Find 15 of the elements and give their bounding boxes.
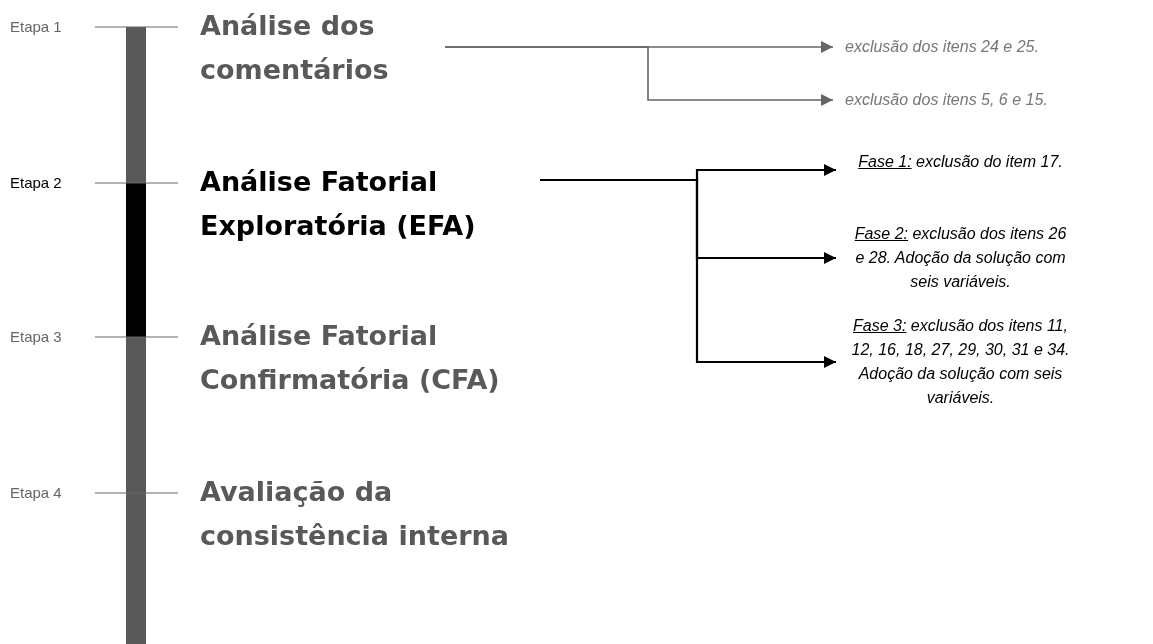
result-note: Fase 2: exclusão dos itens 26 e 28. Adoção da solução com seis variáveis. bbox=[853, 224, 1068, 292]
arrow bbox=[444, 46, 834, 106]
stage-label: Etapa 3 bbox=[10, 328, 62, 345]
stage-title: Análise Fatorial Confirmatória (CFA) bbox=[200, 314, 530, 402]
result-note: Fase 1: exclusão do item 17. bbox=[857, 152, 1064, 172]
stage-label: Etapa 1 bbox=[10, 18, 62, 35]
stage-title: Análise Fatorial Exploratória (EFA) bbox=[200, 160, 540, 248]
arrow bbox=[540, 178, 836, 368]
result-note: Fase 3: exclusão dos itens 11, 12, 16, 18, 27, 29, 30, 31 e 34. Adoção da solução com seis variáveis. bbox=[850, 316, 1071, 408]
result-note: exclusão dos itens 5, 6 e 15. bbox=[845, 88, 1145, 112]
result-note: exclusão dos itens 24 e 25. bbox=[845, 35, 1145, 59]
stage-title: Análise dos comentários bbox=[200, 4, 445, 92]
stage-title: Avaliação da consistência interna bbox=[200, 470, 530, 558]
stage-label: Etapa 4 bbox=[10, 484, 62, 501]
stage-label: Etapa 2 bbox=[10, 174, 62, 191]
